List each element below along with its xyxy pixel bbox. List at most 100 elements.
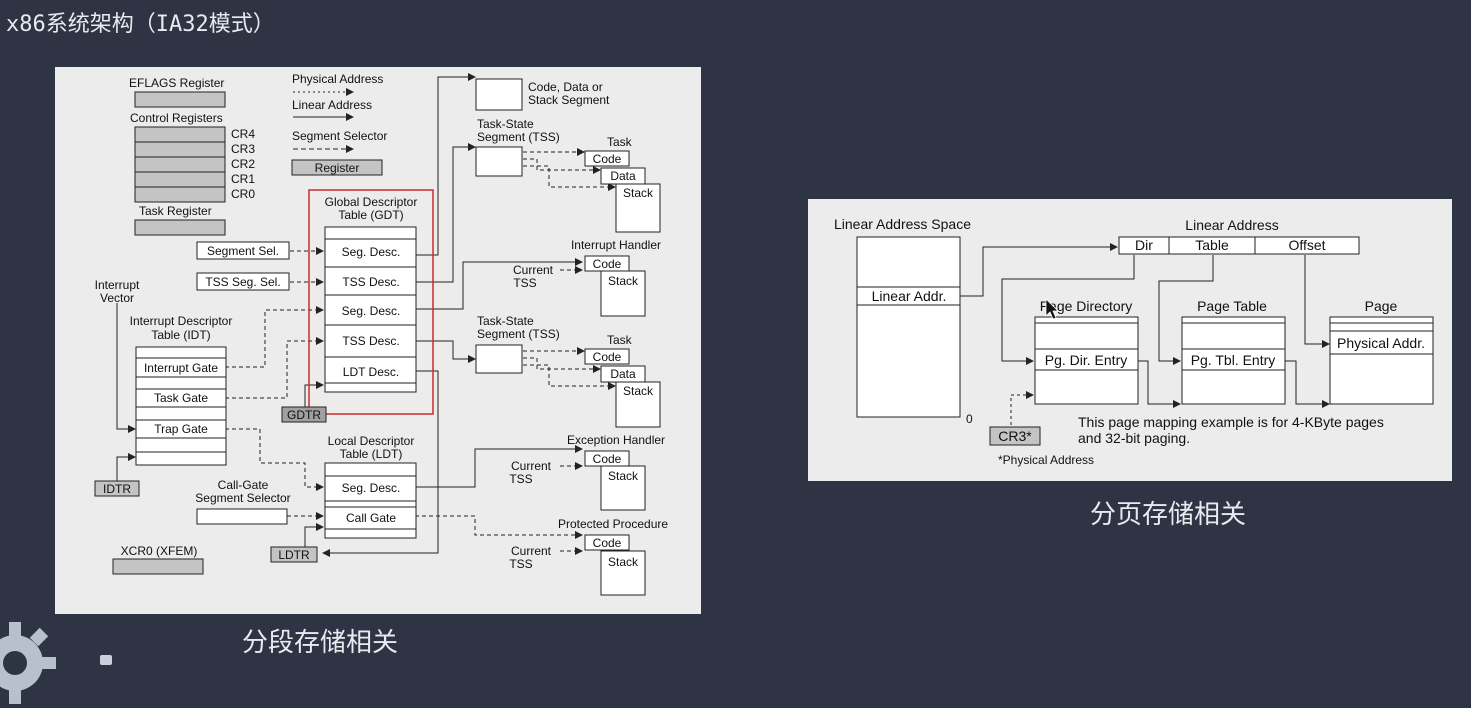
code-data-stack-label-2: Stack Segment xyxy=(528,93,610,107)
gdt-label-2: Table (GDT) xyxy=(338,208,403,222)
la-field-table: Table xyxy=(1195,237,1229,253)
interrupt-handler-segments: Code Stack xyxy=(585,256,645,316)
eh-code: Code xyxy=(593,452,622,466)
ih-code: Code xyxy=(593,257,622,271)
gdt-row-ldt-desc: LDT Desc. xyxy=(343,365,399,379)
ldt-seg-desc: Seg. Desc. xyxy=(342,481,401,495)
gdt-row-seg-desc-2: Seg. Desc. xyxy=(342,304,401,318)
task-b-data: Data xyxy=(610,367,636,381)
la-field-dir: Dir xyxy=(1135,237,1153,253)
protected-procedure-segments: Code Stack xyxy=(585,535,645,595)
task-a-data: Data xyxy=(610,169,636,183)
legend-physical-address: Physical Address xyxy=(292,72,383,86)
ldtr-label: LDTR xyxy=(278,548,310,562)
gdt-row-tss-desc-1: TSS Desc. xyxy=(342,275,399,289)
legend-linear-address: Linear Address xyxy=(292,98,372,112)
footnote-physical-address: *Physical Address xyxy=(998,453,1094,467)
tss-b-box xyxy=(476,345,522,373)
cr3-label: CR3 xyxy=(231,142,255,156)
segment-sel-label: Segment Sel. xyxy=(207,244,279,258)
current-tss-3-b: TSS xyxy=(509,557,532,571)
linear-address-label: Linear Address xyxy=(1185,217,1278,233)
call-gate-label-2: Segment Selector xyxy=(195,491,290,505)
paging-svg: Linear Address Space Linear Addr. 0 Line… xyxy=(808,199,1452,481)
note-line-2: and 32-bit paging. xyxy=(1078,430,1190,446)
idt-label-1: Interrupt Descriptor xyxy=(130,314,233,328)
segmentation-diagram: EFLAGS Register Control Registers CR4 CR… xyxy=(55,67,701,614)
current-tss-3-a: Current xyxy=(511,544,552,558)
current-tss-1-b: TSS xyxy=(513,276,536,290)
gear-icon xyxy=(0,618,60,708)
physical-addr-label: Physical Addr. xyxy=(1337,335,1425,351)
task-b-label: Task xyxy=(607,333,633,347)
tss-b-label-1: Task-State xyxy=(477,314,534,328)
idt-task-gate: Task Gate xyxy=(154,391,208,405)
gdt-label-1: Global Descriptor xyxy=(325,195,418,209)
pp-code: Code xyxy=(593,536,622,550)
eflags-label: EFLAGS Register xyxy=(129,76,224,90)
task-register-label: Task Register xyxy=(139,204,212,218)
idtr-label: IDTR xyxy=(103,482,131,496)
xcr0-register xyxy=(113,559,203,574)
idt-trap-gate: Trap Gate xyxy=(154,422,208,436)
gdt-row-tss-desc-2: TSS Desc. xyxy=(342,334,399,348)
task-b-code: Code xyxy=(593,350,622,364)
task-a-code: Code xyxy=(593,152,622,166)
call-gate-label-1: Call-Gate xyxy=(218,478,269,492)
pp-stack: Stack xyxy=(608,555,639,569)
gdtr-label: GDTR xyxy=(287,408,321,422)
idt-interrupt-gate: Interrupt Gate xyxy=(144,361,218,375)
ldt-table xyxy=(325,463,416,538)
cr2-label: CR2 xyxy=(231,157,255,171)
right-caption: 分页存储相关 xyxy=(1090,494,1246,531)
cr3-label: CR3* xyxy=(998,428,1032,444)
interrupt-handler-label: Interrupt Handler xyxy=(571,238,661,252)
current-tss-1-a: Current xyxy=(513,263,554,277)
pde-label: Pg. Dir. Entry xyxy=(1045,352,1127,368)
left-caption: 分段存储相关 xyxy=(242,622,398,659)
ih-stack: Stack xyxy=(608,274,639,288)
page-table-box xyxy=(1330,317,1433,404)
exception-handler-segments: Code Stack xyxy=(585,451,645,510)
page-label: Page xyxy=(1365,298,1398,314)
tss-b-label-2: Segment (TSS) xyxy=(477,327,560,341)
paging-diagram: Linear Address Space Linear Addr. 0 Line… xyxy=(808,199,1452,481)
small-decoration-icon xyxy=(100,655,112,665)
ldt-call-gate: Call Gate xyxy=(346,511,396,525)
idt-label-2: Table (IDT) xyxy=(151,328,210,342)
current-tss-2-a: Current xyxy=(511,459,552,473)
code-data-stack-segment xyxy=(476,79,522,110)
task-a-stack: Stack xyxy=(623,186,654,200)
zero-label: 0 xyxy=(966,412,973,426)
segmentation-svg: EFLAGS Register Control Registers CR4 CR… xyxy=(55,67,701,614)
cr1-label: CR1 xyxy=(231,172,255,186)
page-title: x86系统架构（IA32模式） xyxy=(6,6,275,38)
gdt-row-seg-desc-1: Seg. Desc. xyxy=(342,245,401,259)
note-line-1: This page mapping example is for 4-KByte… xyxy=(1078,414,1384,430)
exception-handler-label: Exception Handler xyxy=(567,433,665,447)
eflags-register xyxy=(135,92,225,107)
page-table-label: Page Table xyxy=(1197,298,1267,314)
interrupt-vector-label-1: Interrupt xyxy=(95,278,140,292)
pte-label: Pg. Tbl. Entry xyxy=(1191,352,1276,368)
call-gate-selector-box xyxy=(197,509,287,524)
control-registers-label: Control Registers xyxy=(130,111,223,125)
task-a-label: Task xyxy=(607,135,633,149)
tss-a-label-2: Segment (TSS) xyxy=(477,130,560,144)
cr0-label: CR0 xyxy=(231,187,255,201)
current-tss-2-b: TSS xyxy=(509,472,532,486)
task-register xyxy=(135,220,225,235)
tss-a-box xyxy=(476,147,522,176)
linear-address-space-label: Linear Address Space xyxy=(834,216,971,232)
linear-address-space xyxy=(857,237,960,417)
task-b-segments: Code Data Stack xyxy=(585,349,660,427)
ldt-label-1: Local Descriptor xyxy=(328,434,415,448)
protected-procedure-label: Protected Procedure xyxy=(558,517,668,531)
la-field-offset: Offset xyxy=(1288,237,1325,253)
linear-addr-label: Linear Addr. xyxy=(872,288,947,304)
task-a-segments: Code Data Stack xyxy=(585,151,660,232)
interrupt-vector-label-2: Vector xyxy=(100,291,134,305)
eh-stack: Stack xyxy=(608,469,639,483)
legend-segment-selector: Segment Selector xyxy=(292,129,387,143)
legend-register: Register xyxy=(315,161,360,175)
